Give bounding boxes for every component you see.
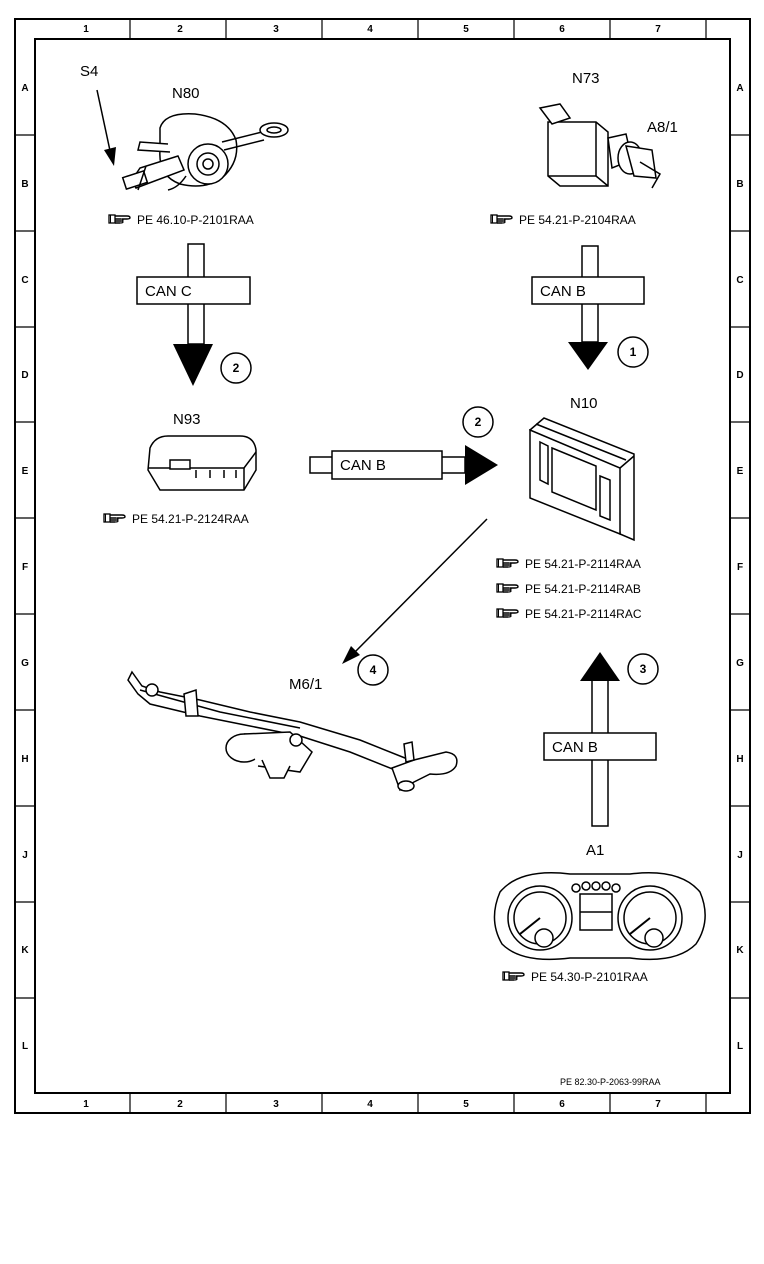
can-c-connection-n80-n93	[136, 243, 251, 386]
m6-1-wiper-linkage-illustration	[127, 670, 458, 792]
grid-row-label: J	[737, 850, 743, 861]
grid-row-label: C	[736, 275, 743, 286]
grid-row-label: G	[736, 658, 744, 669]
pointing-hand-icon	[490, 214, 513, 224]
grid-col-label: 3	[273, 24, 279, 35]
n93-reference: PE 54.21-P-2124RAA	[132, 512, 249, 526]
n80-label: N80	[172, 85, 200, 102]
grid-col-label: 7	[655, 24, 661, 35]
a1-instrument-cluster-illustration	[493, 872, 706, 961]
grid-col-label: 4	[367, 1099, 373, 1110]
step-number: 2	[233, 361, 240, 375]
grid-row-label: E	[22, 466, 29, 477]
can-b-label: CAN B	[340, 457, 386, 474]
n93-gateway-illustration	[147, 435, 257, 491]
grid-row-label: J	[22, 850, 28, 861]
grid-col-label: 5	[463, 24, 469, 35]
grid-row-label: K	[21, 945, 29, 956]
can-b-label: CAN B	[552, 739, 598, 756]
m6-1-label: M6/1	[289, 676, 322, 693]
pointing-hand-icon	[108, 214, 131, 224]
grid-row-label: F	[737, 562, 743, 573]
step-marker	[617, 336, 649, 368]
can-b-connection-a1-n10	[543, 652, 657, 827]
n10-reference: PE 54.21-P-2114RAC	[525, 607, 642, 621]
n93-label: N93	[173, 411, 201, 428]
step-number: 2	[475, 415, 482, 429]
can-c-label: CAN C	[145, 283, 192, 300]
a1-label: A1	[586, 842, 604, 859]
grid-col-label: 4	[367, 24, 373, 35]
grid-col-label: 5	[463, 1099, 469, 1110]
drawing-reference-footer: PE 82.30-P-2063-99RAA	[560, 1077, 661, 1087]
grid-row-label: K	[736, 945, 744, 956]
grid-row-label: D	[21, 370, 28, 381]
grid-row-label: F	[22, 562, 28, 573]
grid-col-label: 6	[559, 24, 565, 35]
s4-pointer-arrow	[96, 89, 113, 161]
grid-row-label: E	[737, 466, 744, 477]
grid-row-label: C	[21, 275, 28, 286]
grid-row-label: D	[736, 370, 743, 381]
n73-reference: PE 54.21-P-2104RAA	[519, 213, 636, 227]
can-b-connection-n93-n10	[309, 445, 498, 485]
n10-to-m6-1-signal-line	[349, 518, 488, 658]
a1-reference: PE 54.30-P-2101RAA	[531, 970, 648, 984]
step-number: 1	[630, 345, 637, 359]
can-b-label: CAN B	[540, 283, 586, 300]
step-marker	[357, 654, 389, 686]
step-marker	[462, 406, 494, 438]
grid-col-label: 7	[655, 1099, 661, 1110]
a8-1-label: A8/1	[647, 119, 678, 136]
pointing-hand-icon	[502, 971, 525, 981]
grid-row-label: G	[21, 658, 29, 669]
step-number: 3	[640, 662, 647, 676]
step-marker	[220, 352, 252, 384]
n80-steering-module-illustration	[121, 113, 289, 191]
n10-to-m6-1-arrowhead	[342, 646, 360, 664]
grid-col-label: 1	[83, 1099, 89, 1110]
step-number: 4	[370, 663, 377, 677]
s4-pointer-arrowhead	[104, 147, 116, 166]
grid-col-label: 3	[273, 1099, 279, 1110]
grid-col-label: 2	[177, 1099, 183, 1110]
n80-reference: PE 46.10-P-2101RAA	[137, 213, 254, 227]
n10-reference: PE 54.21-P-2114RAA	[525, 557, 641, 571]
n73-label: N73	[572, 70, 600, 87]
grid-col-label: 1	[83, 24, 89, 35]
n73-ignition-switch-illustration	[538, 103, 662, 189]
pointing-hand-icon	[496, 558, 519, 568]
grid-row-label: B	[21, 179, 28, 190]
grid-col-label: 2	[177, 24, 183, 35]
grid-row-label: B	[736, 179, 743, 190]
pointing-hand-icon	[496, 583, 519, 593]
grid-col-label: 6	[559, 1099, 565, 1110]
n10-reference: PE 54.21-P-2114RAB	[525, 582, 641, 596]
pointing-hand-icon	[103, 513, 126, 523]
s4-label: S4	[80, 63, 98, 80]
grid-row-label: L	[22, 1041, 28, 1052]
drawing-frame: 1 2 3 4 5 6 7 1 2 3 4 5 6 7 A B C D E F …	[14, 18, 751, 1114]
step-marker	[627, 653, 659, 685]
pointing-hand-icon	[496, 608, 519, 618]
grid-row-label: H	[736, 754, 743, 765]
grid-row-label: H	[21, 754, 28, 765]
n10-label: N10	[570, 395, 598, 412]
n10-control-unit-illustration	[528, 417, 635, 542]
grid-row-label: A	[21, 83, 28, 94]
grid-row-label: L	[737, 1041, 743, 1052]
grid-row-label: A	[736, 83, 743, 94]
can-b-connection-n73-n10	[531, 245, 645, 370]
